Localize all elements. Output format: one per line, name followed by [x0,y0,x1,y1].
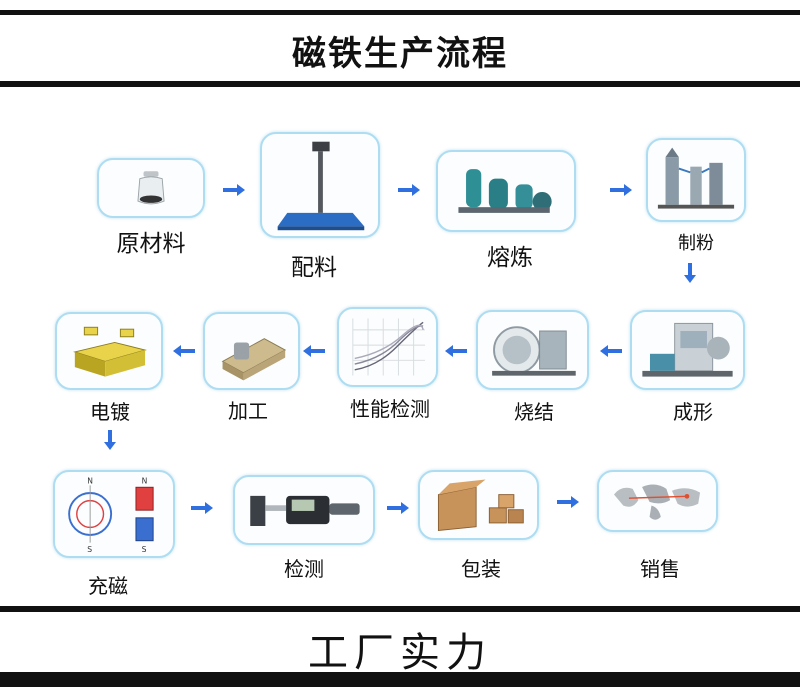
step-box-batching [260,132,380,238]
step-box-inspection [233,475,375,545]
step-box-magnetizing: N S N S [53,470,175,558]
step-label-sintering: 烧结 [514,400,554,424]
step-box-sales [597,470,718,532]
cardboard-boxes-icon [437,479,524,531]
step-label-raw-material: 原材料 [116,231,186,257]
magnet-north-label: N [87,476,93,485]
press-machine-icon [642,322,733,377]
arrow-left-icon [445,345,467,357]
step-box-milling [646,138,746,222]
arrow-down-icon [684,263,696,283]
arrow-right-icon [398,184,420,196]
plated-magnets-icon [73,326,147,377]
platform-scale-icon [277,141,365,231]
step-label-magnetizing: 充磁 [88,574,128,598]
magnet-south-label: S [142,545,147,554]
footer-top-rule [0,606,800,612]
arrow-right-icon [387,502,409,514]
step-label-pressing: 成形 [673,400,713,424]
arrow-right-icon [191,502,213,514]
arrow-left-icon [600,345,622,357]
step-label-smelting: 熔炼 [487,245,533,271]
arrow-left-icon [303,345,325,357]
arrow-right-icon [557,496,579,508]
demagnetization-curve-icon [352,318,426,376]
arrow-right-icon [610,184,632,196]
world-map-icon [614,484,701,520]
step-box-testing-performance [337,307,438,387]
header-bottom-rule [0,81,800,87]
step-box-pressing [630,310,745,390]
magnet-poles-icon: N S N S [68,476,154,554]
step-label-packing: 包装 [461,557,501,581]
footer-bottom-rule [0,672,800,687]
arrow-down-icon [104,430,116,450]
step-label-machining: 加工 [228,399,268,423]
milling-equipment-icon [657,147,735,209]
machining-block-icon [221,338,287,381]
step-box-raw-material [97,158,205,218]
header-top-rule [0,10,800,15]
arrow-right-icon [223,184,245,196]
step-label-sales: 销售 [640,557,680,581]
step-box-sintering [476,310,589,390]
micrometer-icon [250,495,360,527]
arrow-left-icon [173,345,195,357]
sintering-furnace-icon [492,326,576,376]
step-box-packing [418,470,539,540]
step-label-testing-performance: 性能检测 [350,397,430,421]
step-label-milling: 制粉 [678,233,714,254]
section-title: 工厂实力 [308,630,492,676]
smelting-furnace-icon [458,169,552,213]
step-box-plating [55,312,163,390]
step-box-smelting [436,150,576,232]
magnet-north-label: N [142,476,148,485]
step-label-plating: 电镀 [90,400,130,424]
magnet-south-label: S [87,545,92,554]
step-box-machining [203,312,300,390]
step-label-inspection: 检测 [284,557,324,581]
material-jar-icon [137,171,165,205]
page-title: 磁铁生产流程 [292,34,508,74]
step-label-batching: 配料 [291,255,337,281]
